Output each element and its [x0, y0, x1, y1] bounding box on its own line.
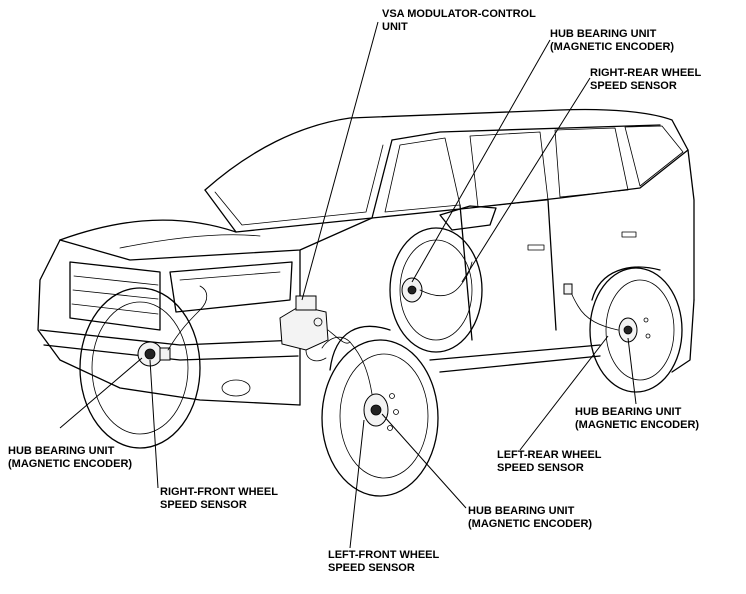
callout-line: RIGHT-FRONT WHEEL — [160, 486, 278, 498]
callout-line: LEFT-FRONT WHEEL — [328, 549, 440, 561]
hub-rear-left — [563, 283, 651, 343]
callout-line: SPEED SENSOR — [497, 462, 584, 474]
callout-hub-bearing-rear-right: HUB BEARING UNIT (MAGNETIC ENCODER) — [550, 28, 674, 54]
vehicle-body — [37, 108, 695, 406]
callout-hub-bearing-rear-left: HUB BEARING UNIT (MAGNETIC ENCODER) — [575, 406, 699, 432]
callout-left-rear-wheel-speed-sensor: LEFT-REAR WHEEL SPEED SENSOR — [497, 449, 602, 475]
callout-line: SPEED SENSOR — [328, 562, 415, 574]
wheel-front-right — [79, 287, 201, 449]
callout-hub-bearing-front-left: HUB BEARING UNIT (MAGNETIC ENCODER) — [468, 505, 592, 531]
callout-left-front-wheel-speed-sensor: LEFT-FRONT WHEEL SPEED SENSOR — [328, 549, 439, 575]
callout-line: UNIT — [382, 21, 408, 33]
callout-hub-bearing-front-right: HUB BEARING UNIT (MAGNETIC ENCODER) — [8, 445, 132, 471]
callout-vsa-modulator-control-unit: VSA MODULATOR-CONTROL UNIT — [382, 8, 536, 34]
callout-line: (MAGNETIC ENCODER) — [550, 41, 675, 53]
callout-line: HUB BEARING UNIT — [8, 445, 115, 457]
callout-line: HUB BEARING UNIT — [550, 28, 657, 40]
leader-lines — [59, 21, 637, 549]
wheel-rear-left — [589, 266, 683, 393]
callout-line: (MAGNETIC ENCODER) — [575, 419, 700, 431]
callout-line: RIGHT-REAR WHEEL — [590, 67, 702, 79]
callout-line: HUB BEARING UNIT — [575, 406, 682, 418]
callout-line: VSA MODULATOR-CONTROL — [382, 8, 536, 20]
callout-line: SPEED SENSOR — [590, 80, 677, 92]
callout-line: (MAGNETIC ENCODER) — [468, 518, 593, 530]
hub-front-left — [321, 336, 399, 431]
callout-line: SPEED SENSOR — [160, 499, 247, 511]
vsa-modulator-unit — [279, 295, 351, 362]
wheel-front-left — [321, 325, 439, 497]
callout-line: (MAGNETIC ENCODER) — [8, 458, 133, 470]
callout-line: LEFT-REAR WHEEL — [497, 449, 602, 461]
callout-line: HUB BEARING UNIT — [468, 505, 575, 517]
callout-right-rear-wheel-speed-sensor: RIGHT-REAR WHEEL SPEED SENSOR — [590, 67, 701, 93]
callout-right-front-wheel-speed-sensor: RIGHT-FRONT WHEEL SPEED SENSOR — [160, 486, 278, 512]
